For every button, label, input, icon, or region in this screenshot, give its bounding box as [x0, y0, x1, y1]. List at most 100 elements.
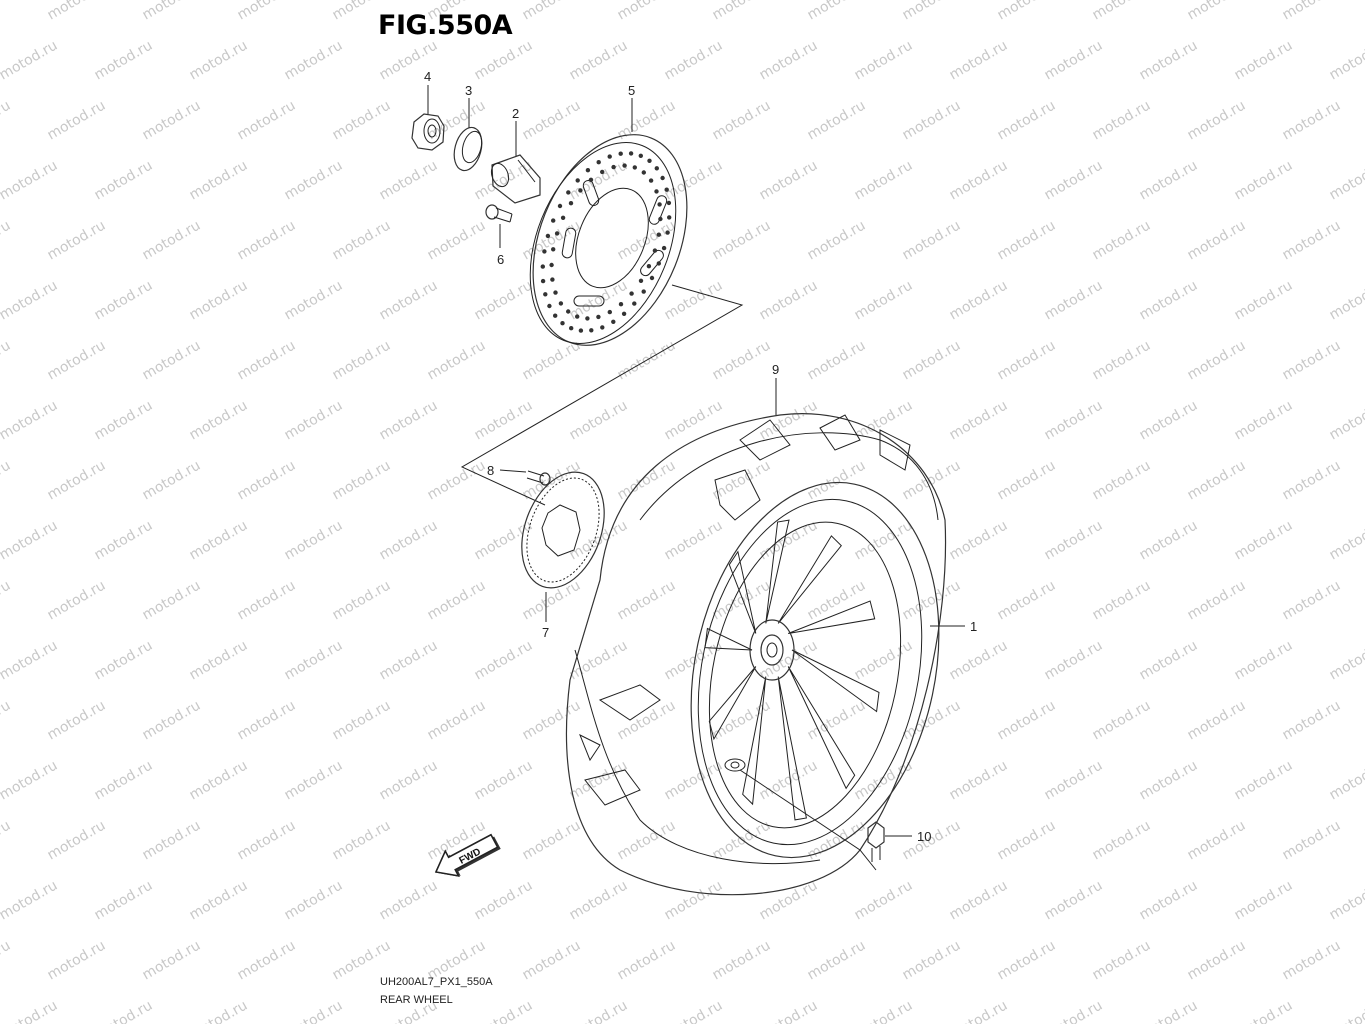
watermark-text: motod.ru — [852, 37, 916, 83]
watermark-text: motod.ru — [710, 457, 774, 503]
watermark-text: motod.ru — [330, 337, 394, 383]
watermark-text: motod.ru — [140, 577, 204, 623]
disc-hole — [654, 189, 659, 194]
watermark-text: motod.ru — [567, 397, 631, 443]
watermark-text: motod.ru — [947, 397, 1011, 443]
watermark-text: motod.ru — [187, 277, 251, 323]
watermark-text: motod.ru — [900, 577, 964, 623]
watermark-text: motod.ru — [710, 0, 774, 23]
watermark-text: motod.ru — [187, 157, 251, 203]
watermark-text: motod.ru — [1042, 517, 1106, 563]
watermark-text: motod.ru — [0, 877, 60, 923]
watermark-text: motod.ru — [1327, 157, 1365, 203]
watermark-text: motod.ru — [45, 0, 109, 23]
callout-6: 6 — [497, 252, 504, 267]
watermark-text: motod.ru — [0, 277, 60, 323]
disc-hole — [578, 328, 584, 333]
watermark-text: motod.ru — [852, 397, 916, 443]
watermark-text: motod.ru — [1280, 337, 1344, 383]
watermark-text: motod.ru — [0, 577, 13, 623]
watermark-text: motod.ru — [0, 517, 60, 563]
disc-hole — [632, 165, 637, 170]
watermark-text: motod.ru — [520, 697, 584, 743]
watermark-text: motod.ru — [947, 157, 1011, 203]
callout-10: 10 — [917, 829, 931, 844]
disc-hole — [568, 201, 574, 206]
watermark-text: motod.ru — [1185, 697, 1249, 743]
watermark-text: motod.ru — [235, 0, 299, 23]
watermark-text: motod.ru — [710, 217, 774, 263]
figure-name: REAR WHEEL — [380, 994, 453, 1006]
watermark-text: motod.ru — [282, 877, 346, 923]
wheel-spoke — [787, 666, 856, 790]
watermark-text: motod.ru — [1185, 337, 1249, 383]
watermark-text: motod.ru — [520, 937, 584, 983]
disc-hole — [566, 190, 571, 195]
disc-hole — [607, 309, 612, 315]
disc-hole — [540, 278, 546, 284]
watermark-text: motod.ru — [1280, 937, 1344, 983]
callout-3: 3 — [465, 83, 472, 98]
watermark-text: motod.ru — [282, 157, 346, 203]
watermark-text: motod.ru — [1090, 577, 1154, 623]
watermark-text: motod.ru — [0, 0, 13, 23]
disc-hole — [638, 153, 643, 158]
watermark-text: motod.ru — [1327, 877, 1365, 923]
watermark-text: motod.ru — [662, 277, 726, 323]
watermark-text: motod.ru — [1232, 637, 1296, 683]
disc-hole — [553, 290, 558, 295]
watermark-text: motod.ru — [92, 397, 156, 443]
disc-hole — [638, 278, 644, 283]
watermark-text: motod.ru — [1137, 157, 1201, 203]
watermark-text: motod.ru — [425, 217, 489, 263]
watermark-text: motod.ru — [1185, 577, 1249, 623]
watermark-text: motod.ru — [995, 337, 1059, 383]
watermark-text: motod.ru — [377, 517, 441, 563]
watermark-text: motod.ru — [1042, 37, 1106, 83]
watermark-text: motod.ru — [330, 817, 394, 863]
watermark-text: motod.ru — [852, 757, 916, 803]
brake-disc — [529, 134, 688, 346]
disc-hole — [618, 151, 623, 156]
watermark-text: motod.ru — [1137, 517, 1201, 563]
watermark-text: motod.ru — [140, 97, 204, 143]
watermark-text: motod.ru — [615, 577, 679, 623]
watermark-text: motod.ru — [852, 277, 916, 323]
watermark-text: motod.ru — [567, 997, 631, 1024]
watermark-text: motod.ru — [92, 637, 156, 683]
watermark-text: motod.ru — [520, 0, 584, 23]
disc-hole — [551, 247, 556, 252]
wheel-spoke — [704, 627, 753, 651]
watermark-text: motod.ru — [377, 277, 441, 323]
watermark-text: motod.ru — [330, 217, 394, 263]
watermark-text: motod.ru — [520, 217, 584, 263]
watermark-text: motod.ru — [1280, 97, 1344, 143]
watermark-text: motod.ru — [995, 97, 1059, 143]
callout-7: 7 — [542, 625, 549, 640]
axle-nut — [411, 113, 445, 151]
watermark-text: motod.ru — [1137, 637, 1201, 683]
watermark-text: motod.ru — [900, 217, 964, 263]
disc-hole — [600, 325, 605, 330]
watermark-text: motod.ru — [377, 157, 441, 203]
watermark-text: motod.ru — [710, 337, 774, 383]
watermark-text: motod.ru — [1090, 697, 1154, 743]
watermark-text: motod.ru — [1185, 937, 1249, 983]
watermark-text: motod.ru — [567, 517, 631, 563]
watermark-text: motod.ru — [805, 577, 869, 623]
watermark-text: motod.ru — [282, 397, 346, 443]
watermark-text: motod.ru — [235, 97, 299, 143]
watermark-text: motod.ru — [520, 457, 584, 503]
leader-lines — [427, 85, 965, 837]
watermark-text: motod.ru — [282, 637, 346, 683]
watermark-text: motod.ru — [662, 397, 726, 443]
disc-hole — [652, 248, 658, 253]
watermark-text: motod.ru — [425, 457, 489, 503]
watermark-text: motod.ru — [425, 337, 489, 383]
watermark-text: motod.ru — [757, 157, 821, 203]
callout-5: 5 — [628, 83, 635, 98]
watermark-text: motod.ru — [282, 517, 346, 563]
rear-wheel-rim — [690, 481, 940, 859]
disc-hole — [600, 169, 605, 175]
